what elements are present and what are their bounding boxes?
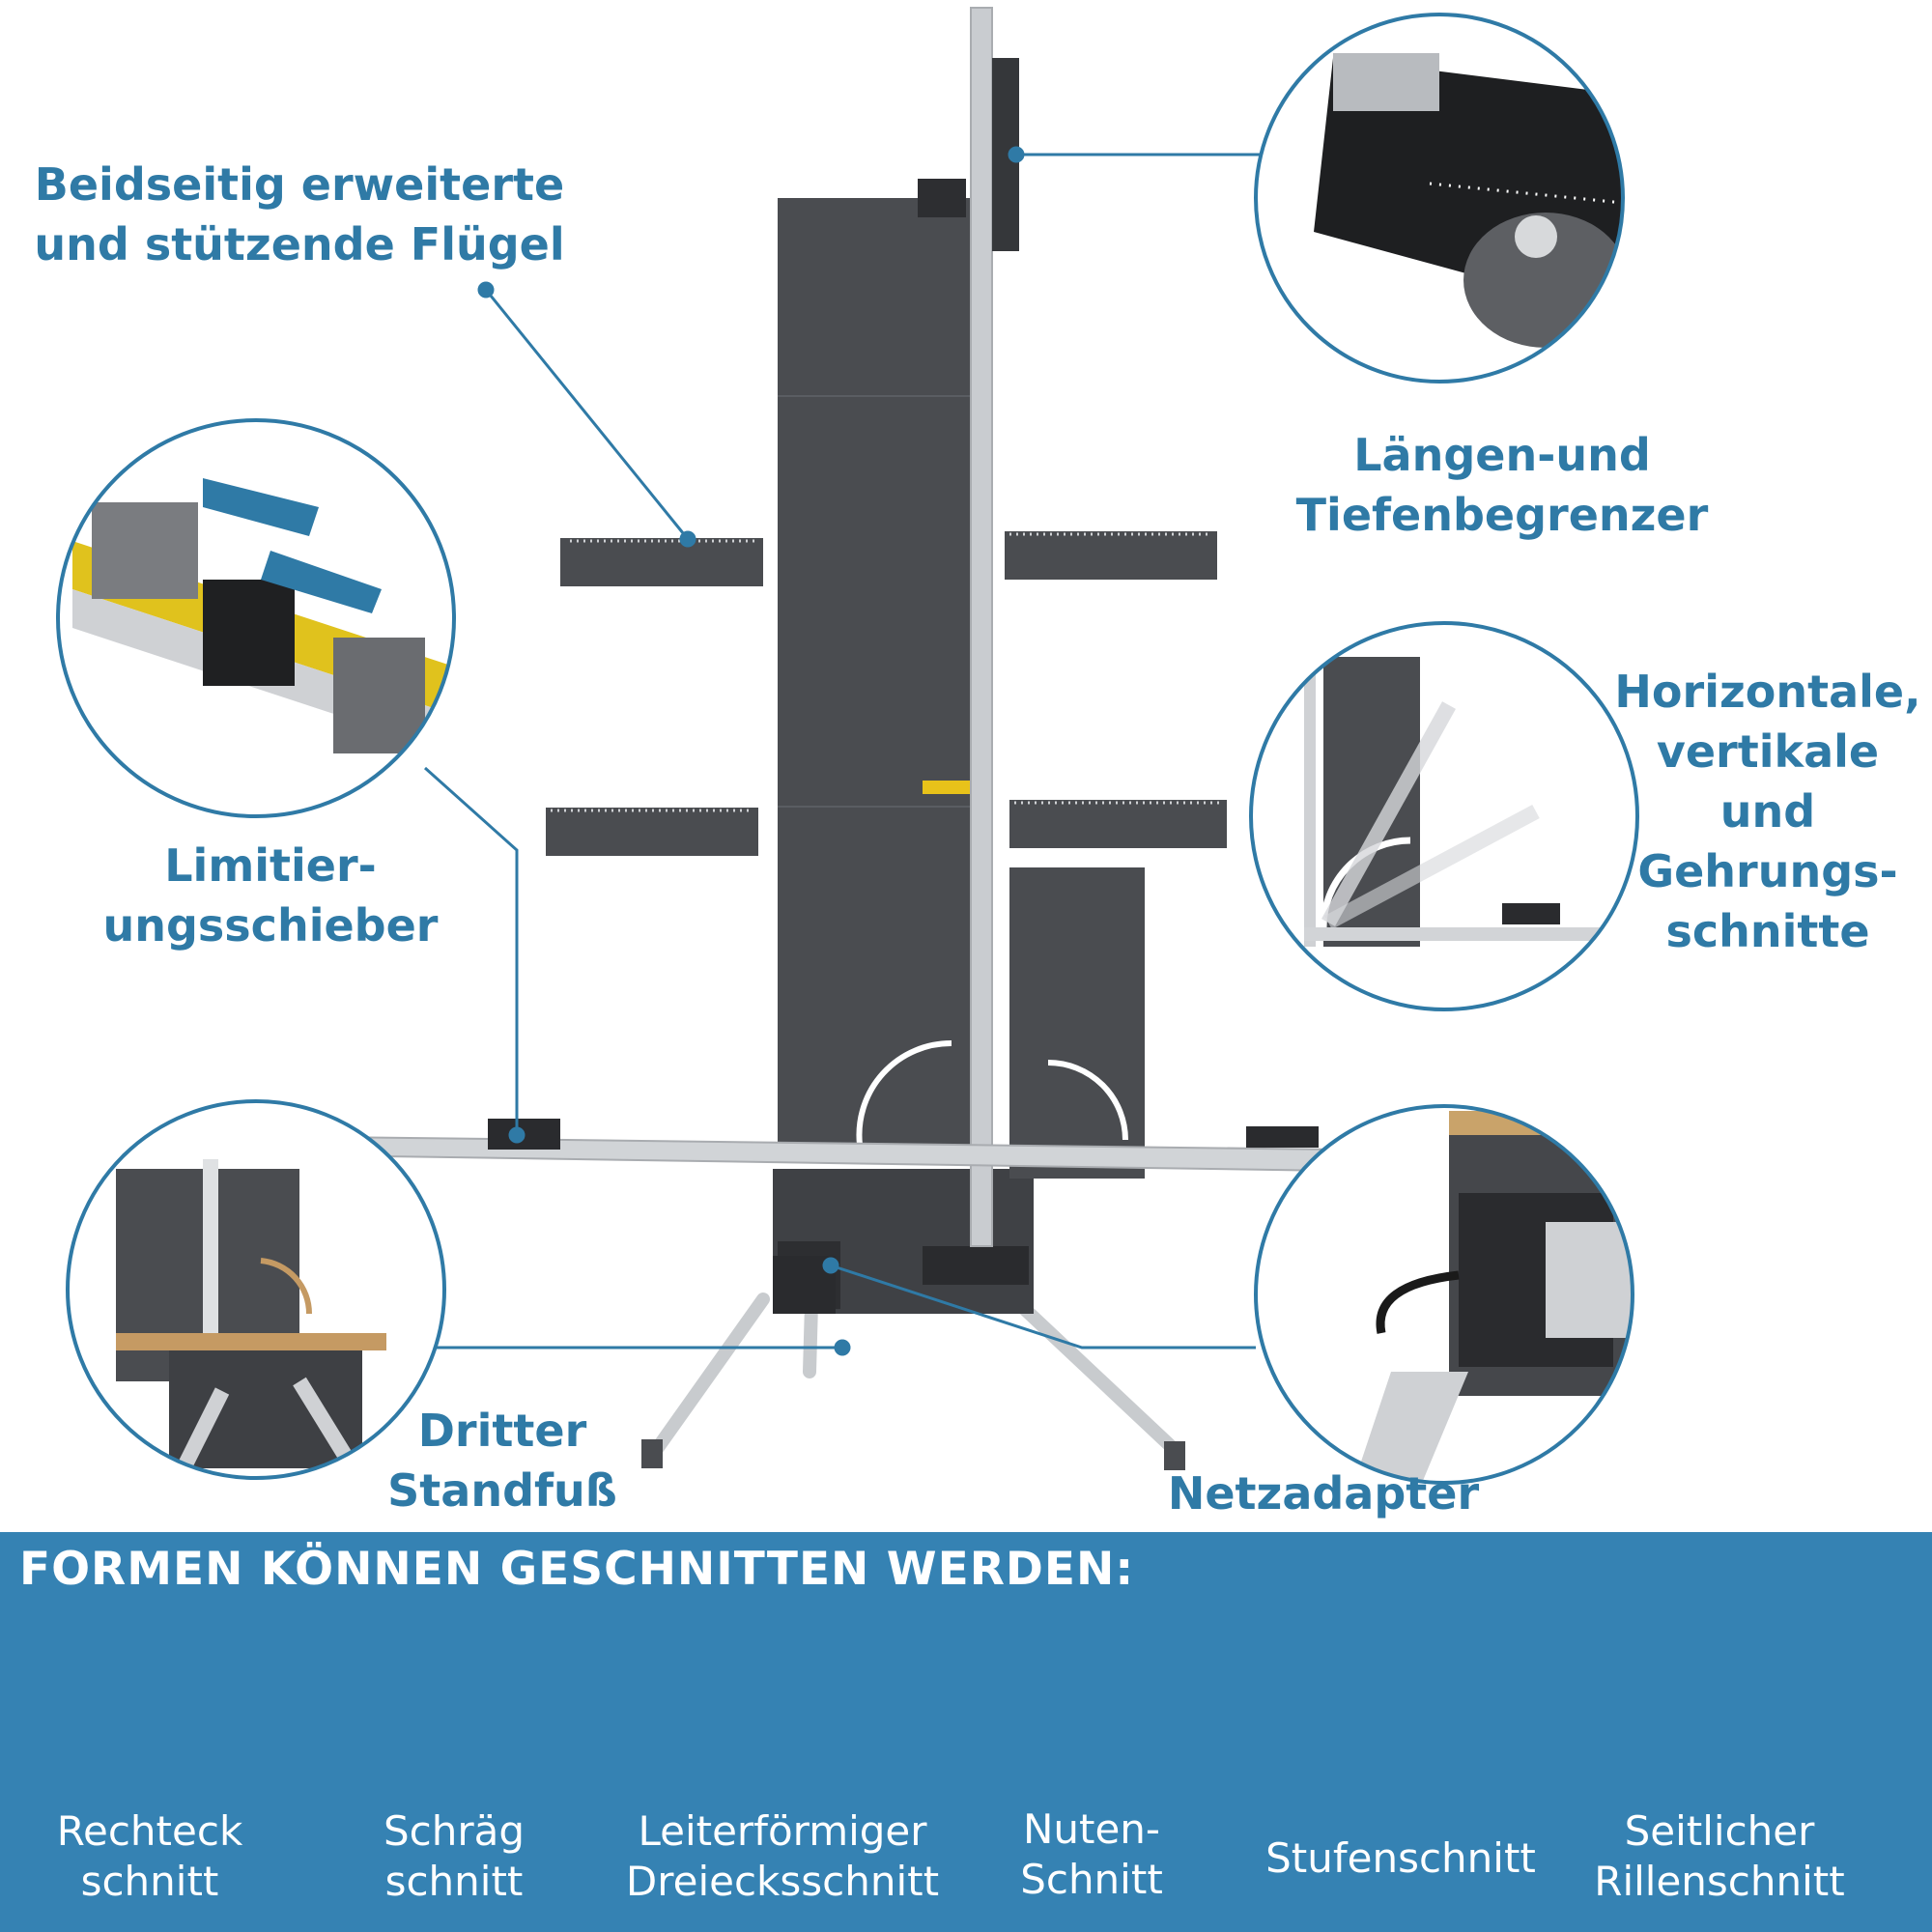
callout-cuts-line5: schnitte — [1665, 905, 1870, 957]
callout-slider-line2: ungsschieber — [102, 899, 439, 952]
callout-adapter-line1: Netzadapter — [1167, 1467, 1480, 1520]
detail-third-foot — [66, 1099, 446, 1480]
shape-label-stufen: Stufenschnitt — [1236, 1833, 1565, 1884]
foam-cutter-machine — [254, 7, 1340, 1470]
tripod-legs — [650, 1293, 1180, 1456]
callout-limiter-line1: Längen-und — [1353, 429, 1651, 481]
shape-label-line1: Seitlicher — [1624, 1807, 1815, 1855]
detail-slider — [56, 418, 456, 818]
callout-foot: Dritter Standfuß — [372, 1401, 633, 1520]
shapes-panel — [0, 1532, 1932, 1932]
callout-cuts-line1: Horizontale, — [1614, 666, 1921, 718]
shape-label-line1: Nuten- — [1022, 1805, 1161, 1853]
callout-limiter-line2: Tiefenbegrenzer — [1295, 489, 1709, 541]
shape-label-line1: Rechteck — [56, 1807, 243, 1855]
shape-label-dreieck: Leiterförmiger Dreiecksschnitt — [604, 1806, 961, 1907]
callout-cuts-line2: vertikale — [1656, 725, 1880, 778]
shape-label-line2: Schnitt — [1020, 1856, 1163, 1903]
detail-limiter — [1254, 13, 1625, 384]
callout-cuts: Horizontale, vertikale und Gehrungs- sch… — [1604, 662, 1932, 961]
shape-label-schraeg: Schräg schnitt — [319, 1806, 589, 1907]
shape-label-nuten: Nuten- Schnitt — [976, 1804, 1208, 1905]
callout-cuts-line3: und — [1719, 785, 1816, 838]
callout-wings-line2: und stützende Flügel — [34, 218, 565, 270]
callout-slider: Limitier- ungsschieber — [87, 836, 454, 955]
shape-label-rechteck: Rechteck schnitt — [19, 1806, 280, 1907]
detail-cut-angles — [1249, 621, 1639, 1011]
shape-label-line1: Schräg — [383, 1807, 526, 1855]
shape-label-line2: schnitt — [384, 1858, 524, 1905]
shape-label-line2: Rillenschnitt — [1594, 1858, 1845, 1905]
callout-foot-line2: Standfuß — [387, 1464, 617, 1517]
callout-slider-line1: Limitier- — [164, 839, 377, 892]
shape-label-line2: Dreiecksschnitt — [625, 1858, 940, 1905]
panel-heading: FORMEN KÖNNEN GESCHNITTEN WERDEN: — [19, 1543, 1135, 1596]
shape-label-line1: Leiterförmiger — [638, 1807, 927, 1855]
shape-label-line1: Stufenschnitt — [1265, 1834, 1536, 1882]
cutting-arm — [970, 7, 993, 1247]
callout-wings: Beidseitig erweiterte und stützende Flüg… — [19, 155, 580, 274]
callout-adapter: Netzadapter — [1145, 1463, 1502, 1523]
callout-cuts-line4: Gehrungs- — [1637, 845, 1898, 897]
main-board — [778, 198, 971, 1154]
side-wings — [546, 531, 1227, 1179]
callout-limiter: Längen-und Tiefenbegrenzer — [1294, 425, 1710, 545]
shape-label-line2: schnitt — [80, 1858, 219, 1905]
callout-foot-line1: Dritter — [417, 1405, 587, 1457]
shape-label-rillen: Seitlicher Rillenschnitt — [1575, 1806, 1864, 1907]
callout-wings-line1: Beidseitig erweiterte — [34, 158, 565, 211]
